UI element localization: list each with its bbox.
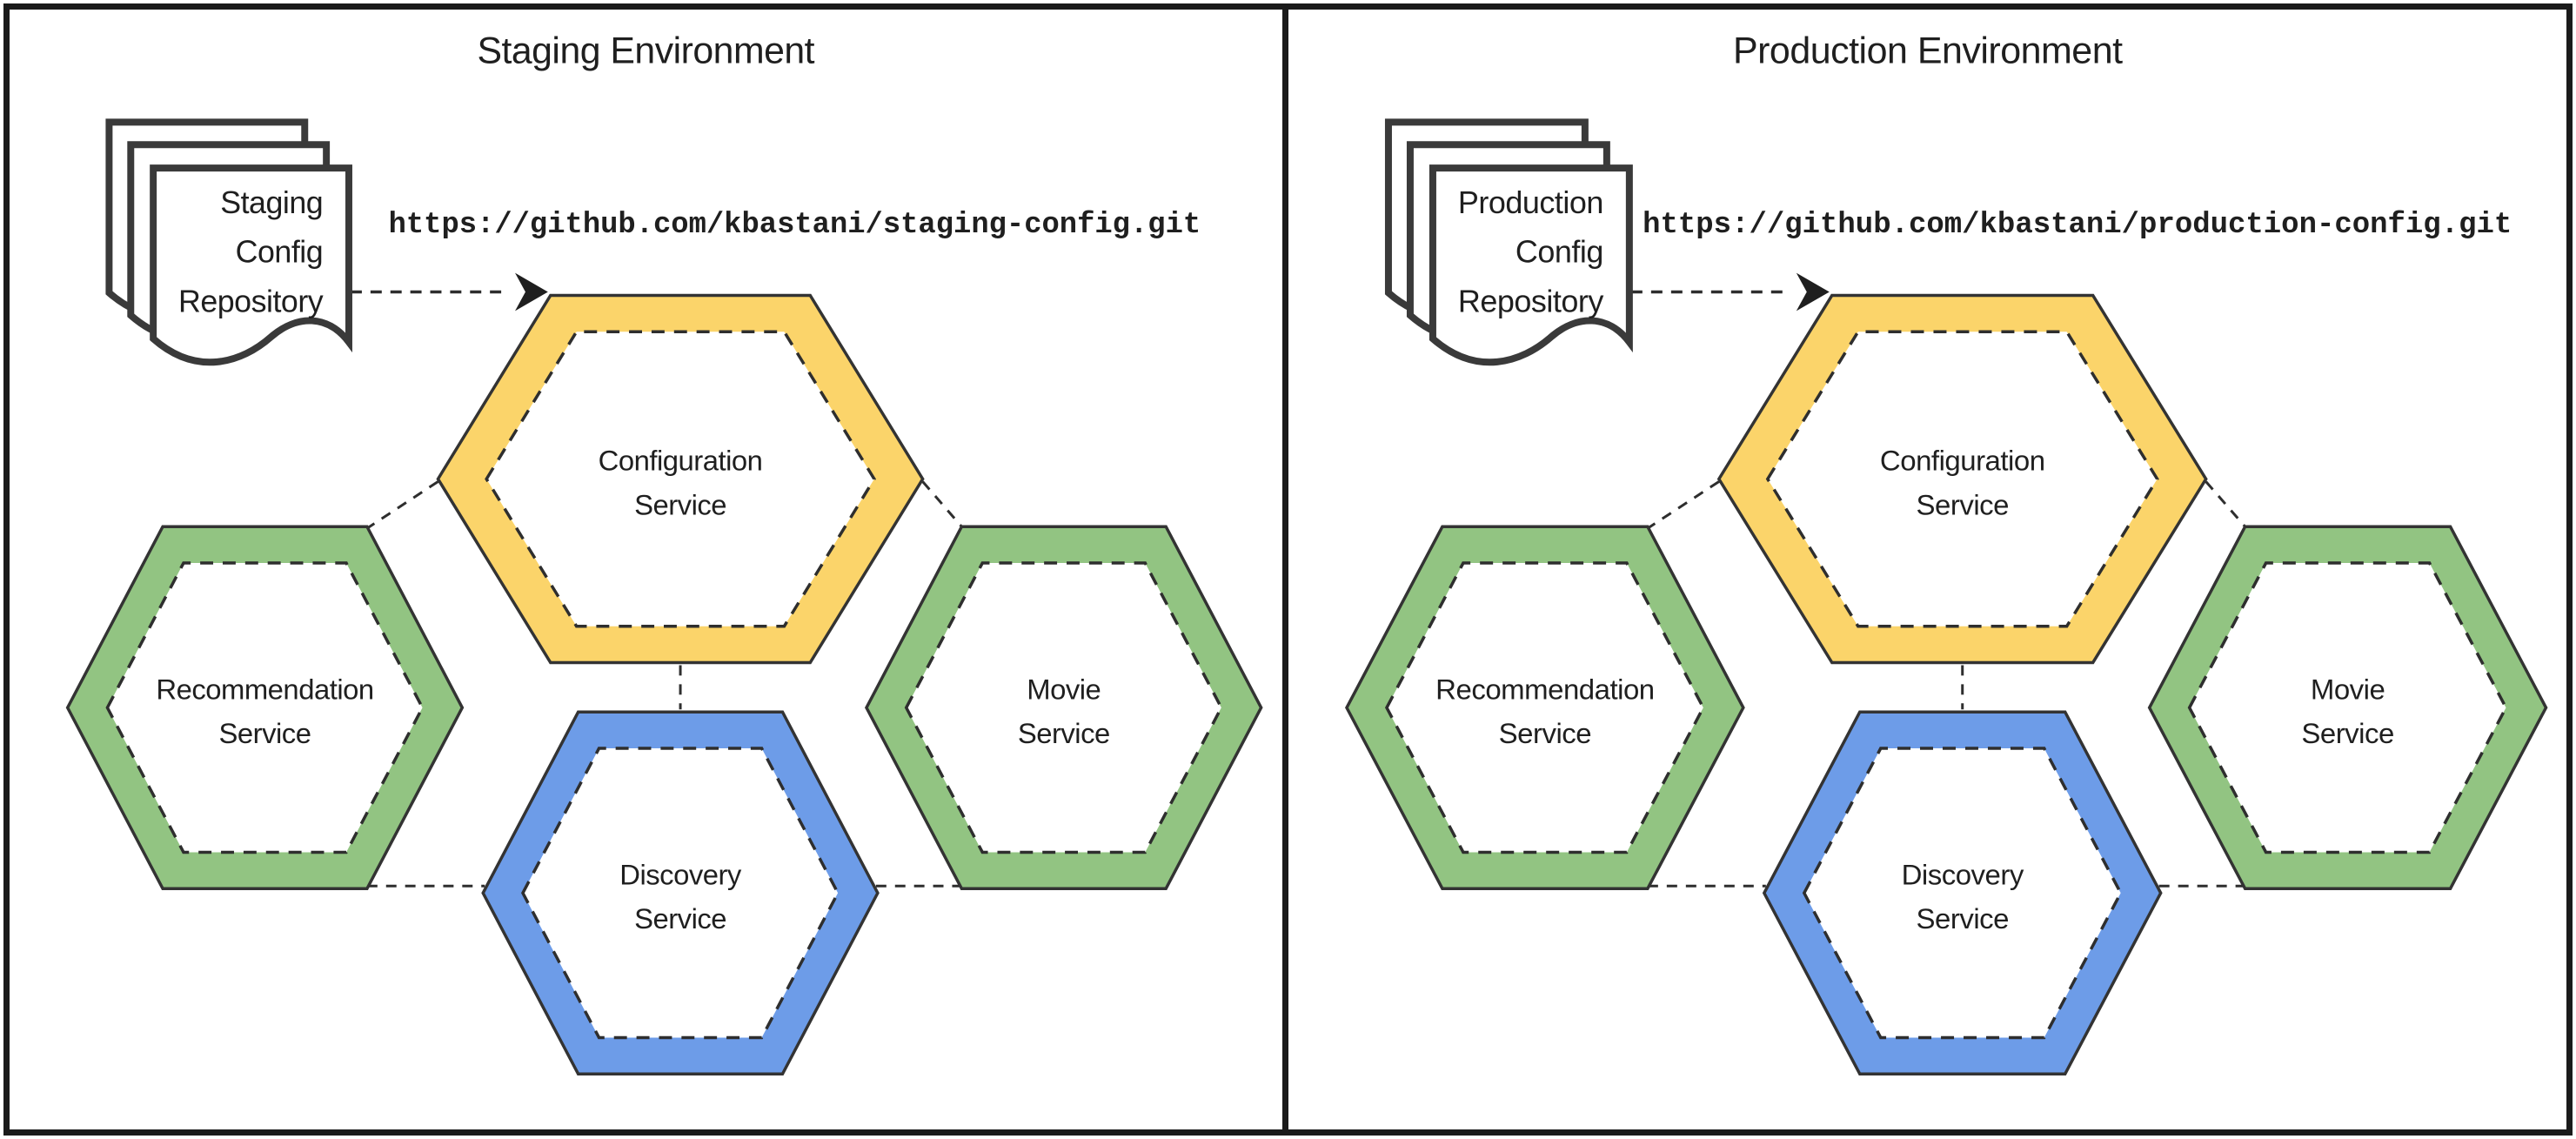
discovery-service-label-line2: Service (1916, 902, 2008, 935)
movie-hexagon-inner (2187, 561, 2508, 854)
repo-label-line3: Repository (178, 284, 324, 318)
discovery-service-hexagon: Discovery Service (481, 710, 880, 1076)
configuration-hexagon-inner (1765, 330, 2159, 628)
connector-config-recommendation (366, 480, 439, 530)
recommendation-service-label-line1: Recommendation (1435, 673, 1654, 705)
discovery-service-label-line2: Service (634, 902, 726, 935)
production-diagram: Production Environment Configuration Ser… (1344, 30, 2547, 1076)
staging-diagram: Staging Environment Configuration Servic… (65, 30, 1263, 1076)
arrow-head-icon (515, 272, 548, 312)
repo-to-config-arrow (1630, 272, 1830, 312)
movie-service-label-line2: Service (2301, 717, 2393, 749)
service-connectors (1646, 480, 2248, 888)
repo-label-line2: Config (236, 235, 324, 270)
repo-label-line3: Repository (1457, 283, 1603, 318)
config-repository-icon: Production Config Repository (1384, 118, 1633, 366)
service-connectors (366, 480, 965, 888)
configuration-service-label-line2: Service (1916, 488, 2008, 520)
movie-service-label-line1: Movie (1027, 673, 1101, 705)
page-title: Production Environment (1732, 30, 2122, 72)
repo-url: https://github.com/kbastani/production-c… (1643, 209, 2512, 242)
repo-label-line2: Config (1515, 234, 1602, 270)
configuration-service-label-line2: Service (634, 488, 726, 520)
connector-config-movie (2205, 480, 2246, 528)
recommendation-hexagon-inner (1384, 561, 1705, 854)
config-repository-icon: Staging Config Repository (105, 118, 352, 366)
repo-label-line1: Staging (220, 185, 323, 220)
repo-page-front (150, 164, 352, 366)
recommendation-service-label-line2: Service (1498, 717, 1590, 749)
production-environment-panel: Production Environment Configuration Ser… (1288, 3, 2573, 1136)
discovery-service-label-line1: Discovery (619, 858, 742, 890)
movie-service-label-line2: Service (1018, 717, 1110, 749)
connector-config-recommendation (1646, 480, 1720, 530)
arrow-head-icon (1796, 272, 1830, 312)
connector-config-movie (921, 480, 963, 528)
discovery-service-hexagon: Discovery Service (1762, 710, 2163, 1076)
discovery-hexagon-inner (1802, 747, 2123, 1040)
configuration-service-hexagon: Configuration Service (1716, 293, 2208, 665)
page-title: Staging Environment (477, 30, 814, 72)
repo-page-front (1429, 164, 1633, 366)
discovery-hexagon-inner (521, 747, 840, 1040)
repo-url: https://github.com/kbastani/staging-conf… (389, 209, 1201, 242)
recommendation-service-hexagon: Recommendation Service (1344, 525, 1745, 891)
diagram-canvas: Staging Environment Configuration Servic… (3, 3, 2573, 1136)
configuration-service-label-line1: Configuration (1879, 445, 2044, 477)
movie-hexagon-inner (904, 561, 1223, 854)
configuration-hexagon-inner (485, 330, 876, 628)
recommendation-service-hexagon: Recommendation Service (65, 525, 465, 891)
movie-service-hexagon: Movie Service (2147, 525, 2547, 891)
recommendation-service-label-line2: Service (219, 717, 311, 749)
repo-to-config-arrow (350, 272, 548, 312)
movie-service-label-line1: Movie (2310, 673, 2384, 705)
movie-service-hexagon: Movie Service (864, 525, 1263, 891)
staging-environment-panel: Staging Environment Configuration Servic… (3, 3, 1288, 1136)
recommendation-service-label-line1: Recommendation (156, 673, 373, 705)
repo-label-line1: Production (1457, 184, 1602, 220)
configuration-service-hexagon: Configuration Service (436, 293, 925, 665)
configuration-service-label-line1: Configuration (599, 445, 763, 477)
recommendation-hexagon-inner (105, 561, 425, 854)
discovery-service-label-line1: Discovery (1901, 858, 2024, 890)
